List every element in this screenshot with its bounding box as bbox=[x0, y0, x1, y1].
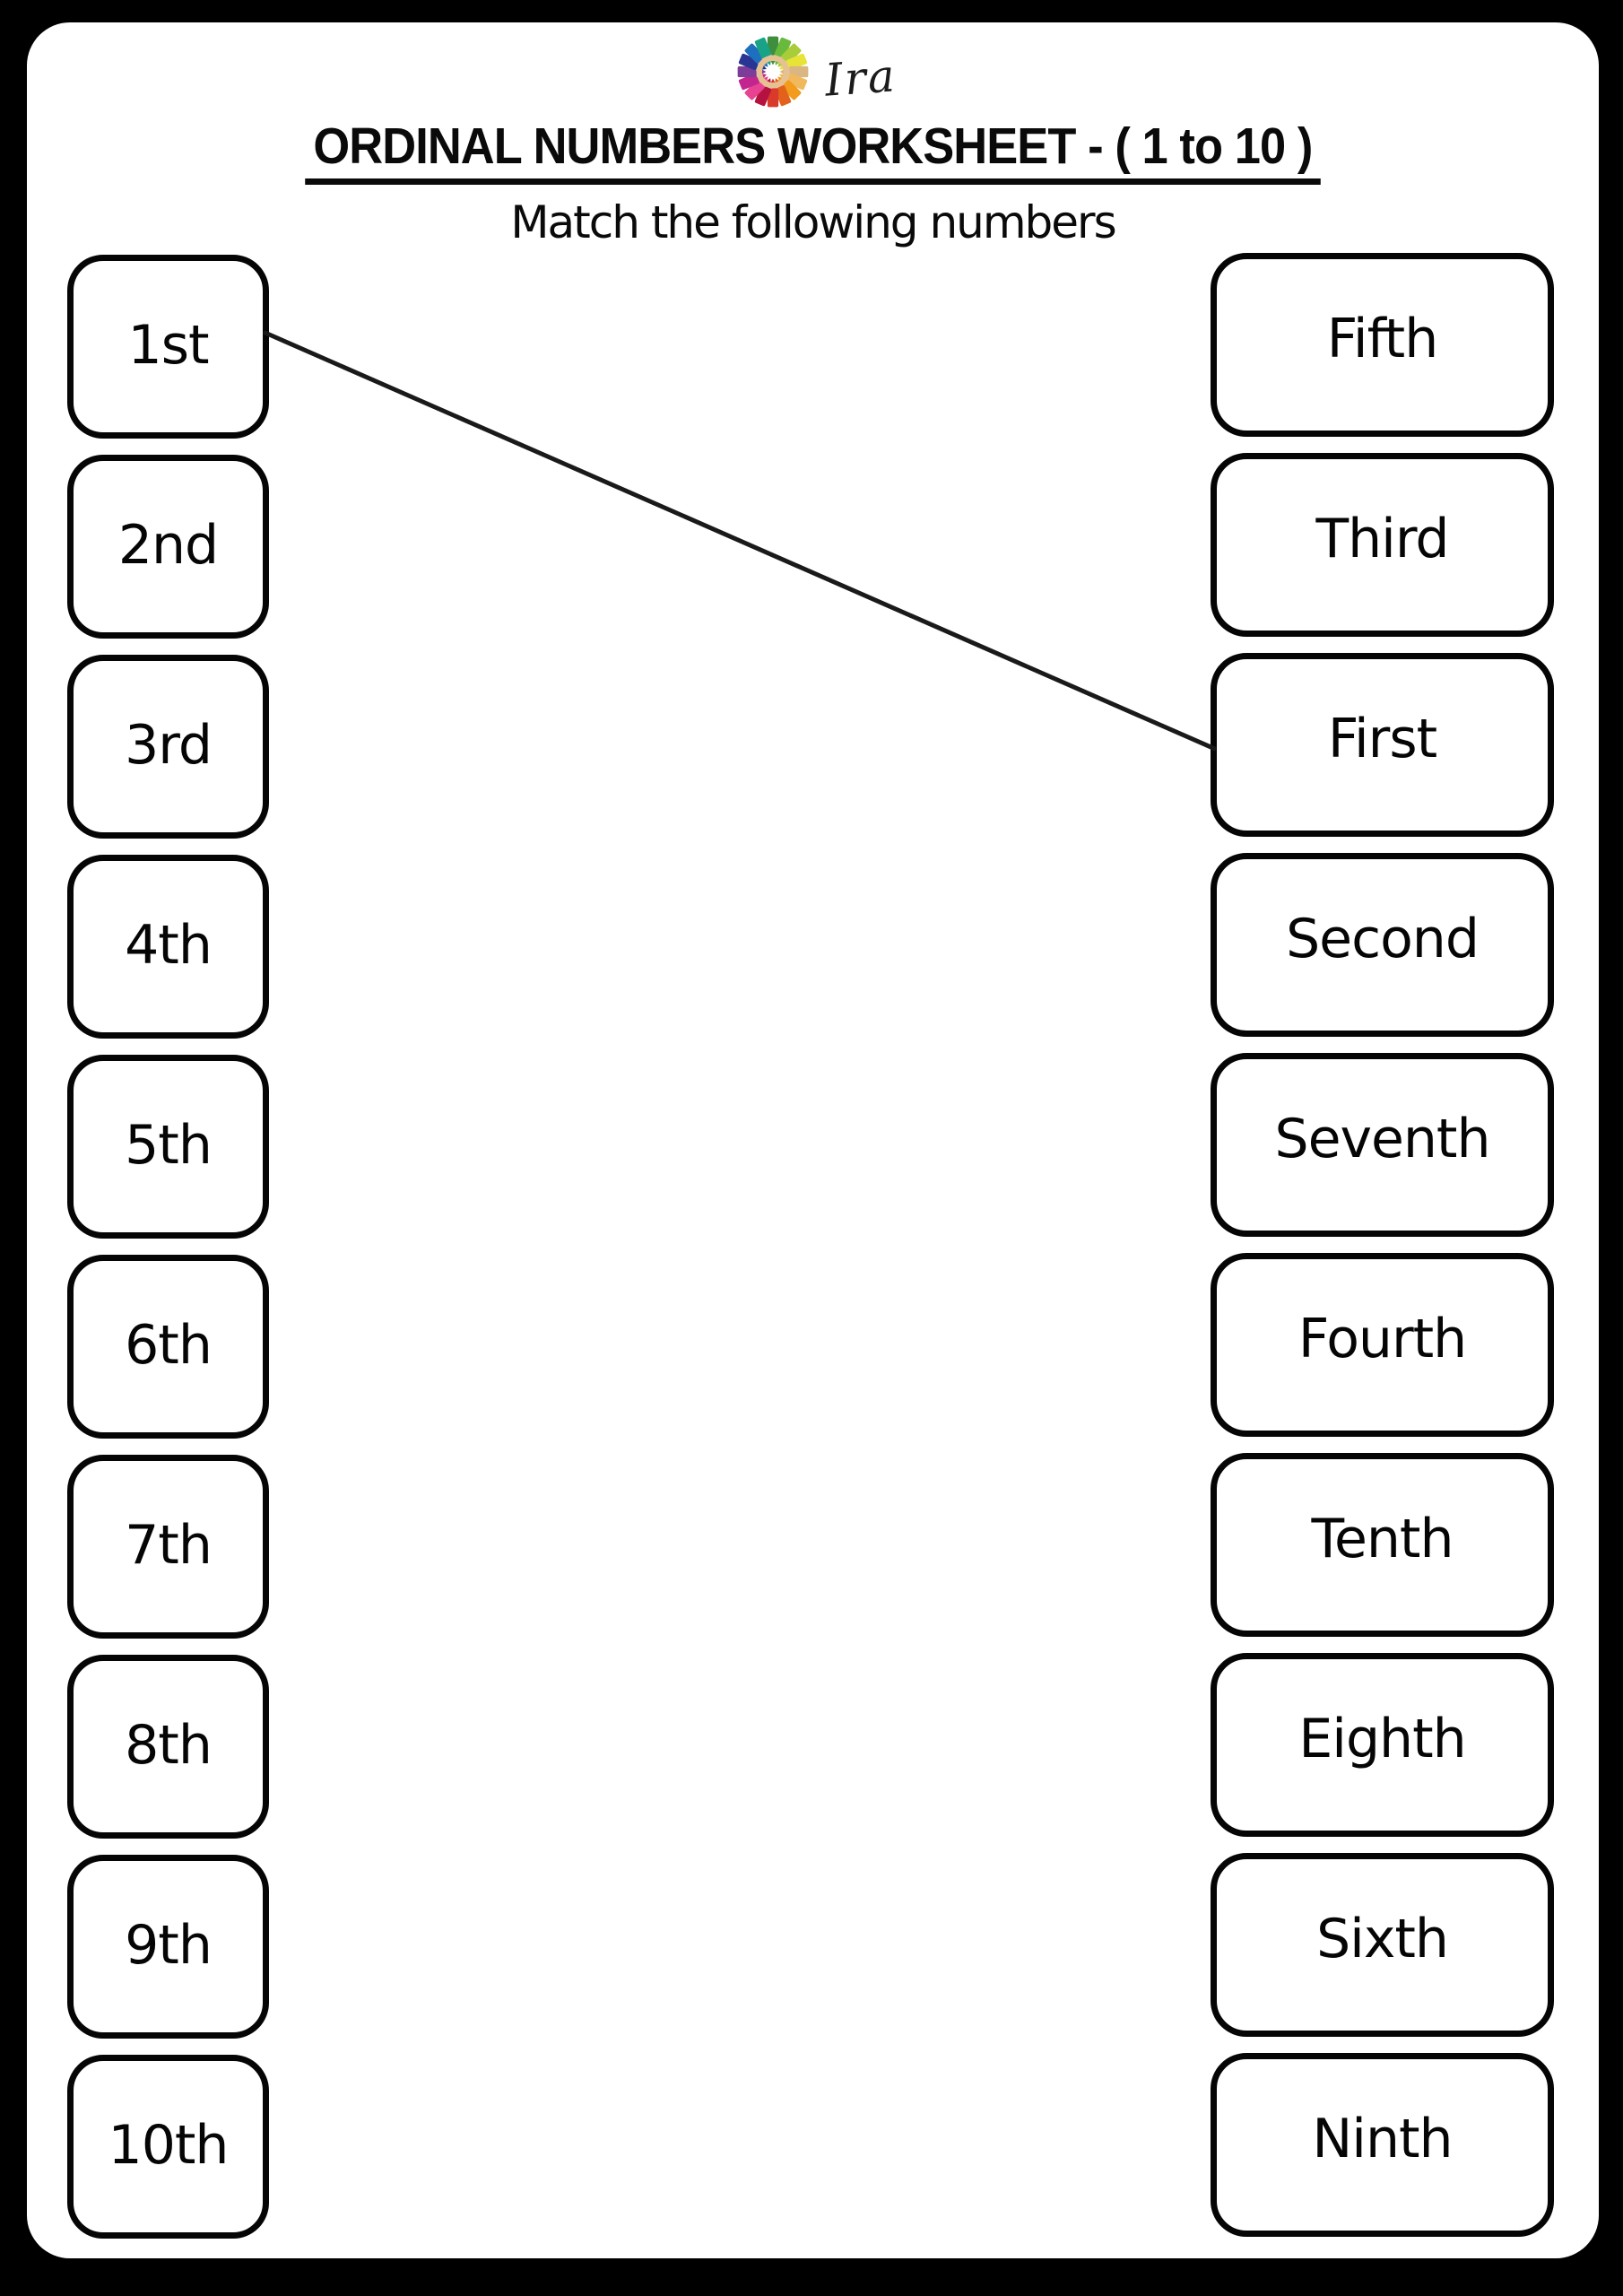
box-label: 3rd bbox=[125, 713, 213, 777]
brand-name: Ira bbox=[822, 49, 898, 107]
box-label: 6th bbox=[125, 1313, 213, 1377]
worksheet-header: Ira ORDINAL NUMBERS WORKSHEET - ( 1 to 1… bbox=[27, 22, 1599, 248]
worksheet-page: Ira ORDINAL NUMBERS WORKSHEET - ( 1 to 1… bbox=[27, 22, 1599, 2258]
brand: Ira bbox=[27, 28, 1599, 116]
box-label: 10th bbox=[108, 2113, 230, 2177]
box-label: Eighth bbox=[1298, 1707, 1466, 1770]
box-label: Seventh bbox=[1274, 1107, 1490, 1170]
box-label: 8th bbox=[125, 1713, 213, 1777]
box-label: Ninth bbox=[1312, 2107, 1453, 2170]
word-box-tenth[interactable]: Tenth bbox=[1211, 1453, 1554, 1637]
word-box-third[interactable]: Third bbox=[1211, 453, 1554, 637]
word-box-eighth[interactable]: Eighth bbox=[1211, 1653, 1554, 1837]
box-label: 9th bbox=[125, 1913, 213, 1977]
numeral-box-2nd[interactable]: 2nd bbox=[67, 455, 269, 639]
box-label: Second bbox=[1286, 907, 1480, 970]
box-label: Fourth bbox=[1298, 1307, 1467, 1370]
numeral-box-3rd[interactable]: 3rd bbox=[67, 655, 269, 839]
box-label: Third bbox=[1315, 507, 1449, 570]
word-box-fourth[interactable]: Fourth bbox=[1211, 1253, 1554, 1437]
box-label: 1st bbox=[127, 313, 210, 377]
box-label: Sixth bbox=[1316, 1907, 1449, 1970]
numeral-box-9th[interactable]: 9th bbox=[67, 1855, 269, 2039]
words-column: Fifth Third First Second Seventh Fourth … bbox=[1211, 253, 1554, 2237]
numeral-box-4th[interactable]: 4th bbox=[67, 855, 269, 1039]
numerals-column: 1st 2nd 3rd 4th 5th 6th 7th 8th 9th 10th bbox=[67, 255, 269, 2239]
word-box-second[interactable]: Second bbox=[1211, 853, 1554, 1037]
pencil-ring-logo-icon bbox=[737, 36, 809, 108]
box-label: 7th bbox=[125, 1513, 213, 1577]
box-label: Fifth bbox=[1326, 307, 1438, 370]
word-box-fifth[interactable]: Fifth bbox=[1211, 253, 1554, 437]
numeral-box-10th[interactable]: 10th bbox=[67, 2055, 269, 2239]
numeral-box-5th[interactable]: 5th bbox=[67, 1055, 269, 1239]
numeral-box-8th[interactable]: 8th bbox=[67, 1655, 269, 1839]
box-label: 2nd bbox=[117, 513, 219, 577]
box-label: Tenth bbox=[1311, 1507, 1454, 1570]
word-box-seventh[interactable]: Seventh bbox=[1211, 1053, 1554, 1237]
worksheet-title: ORDINAL NUMBERS WORKSHEET - ( 1 to 10 ) bbox=[305, 121, 1321, 185]
numeral-box-6th[interactable]: 6th bbox=[67, 1255, 269, 1439]
box-label: 4th bbox=[125, 913, 213, 977]
word-box-ninth[interactable]: Ninth bbox=[1211, 2053, 1554, 2237]
box-label: 5th bbox=[125, 1113, 213, 1177]
word-box-first[interactable]: First bbox=[1211, 653, 1554, 837]
word-box-sixth[interactable]: Sixth bbox=[1211, 1853, 1554, 2037]
instruction-text: Match the following numbers bbox=[510, 196, 1116, 248]
numeral-box-7th[interactable]: 7th bbox=[67, 1455, 269, 1639]
numeral-box-1st[interactable]: 1st bbox=[67, 255, 269, 439]
box-label: First bbox=[1327, 707, 1437, 770]
